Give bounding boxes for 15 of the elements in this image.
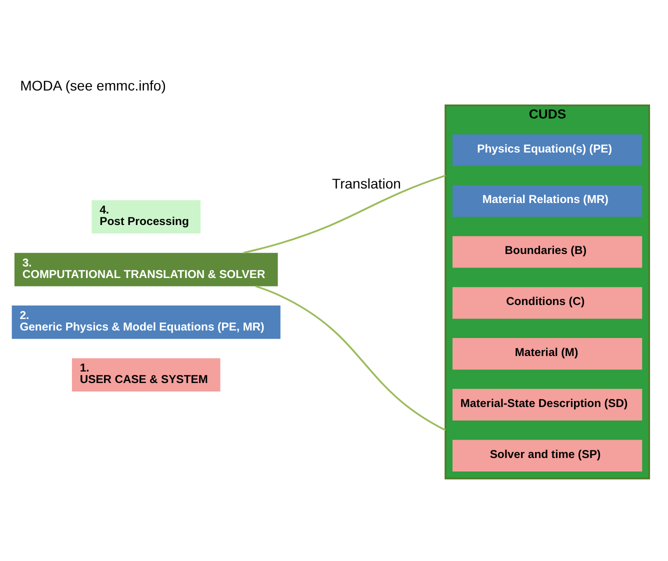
- node-box: Solver and time (SP): [452, 440, 642, 472]
- node-box: 3. COMPUTATIONAL TRANSLATION & SOLVER: [14, 252, 278, 286]
- edge-label: Translation: [332, 176, 401, 192]
- node-box: Boundaries (B): [452, 236, 642, 268]
- node-box: Physics Equation(s) (PE): [452, 134, 642, 166]
- connector: [243, 174, 446, 254]
- node-box: Material (M): [452, 338, 642, 370]
- node-box: 2. Generic Physics & Model Equations (PE, MR): [12, 306, 280, 339]
- node-box: 1. USER CASE & SYSTEM: [72, 358, 220, 392]
- node-box: 4. Post Processing: [92, 200, 201, 234]
- node-box: Material-State Description (SD): [452, 388, 642, 421]
- diagram-title: MODA (see emmc.info): [20, 77, 166, 94]
- node-box: Material Relations (MR): [452, 185, 642, 217]
- node-box: Conditions (C): [452, 287, 642, 319]
- connector: [255, 285, 446, 431]
